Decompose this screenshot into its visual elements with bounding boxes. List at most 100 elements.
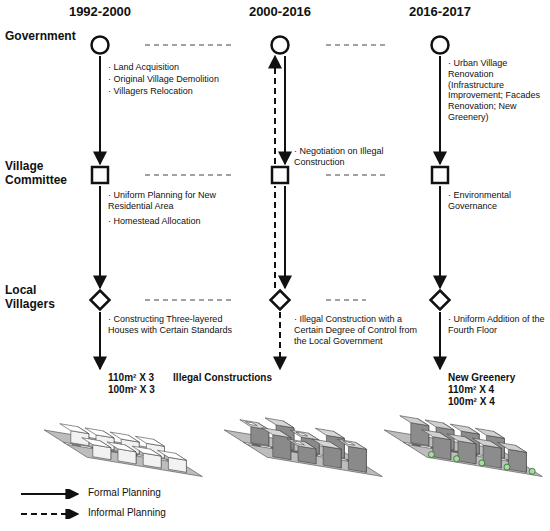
legend-text: Formal Planning [88,487,161,499]
period-heading: 2000-2016 [230,4,330,20]
informal-arrow [274,56,276,164]
house-face [287,439,316,449]
house-face [85,428,114,438]
house-face [343,441,355,445]
shape-outline [90,35,110,55]
square-outline [92,167,108,183]
greenery-tree [479,460,485,466]
formal-arrow [99,56,101,164]
annotation: · Illegal Construction with a Certain De… [294,314,428,346]
actor-diamond: Local Villagers [89,289,111,311]
house-face [60,424,89,434]
actor-square [270,165,290,185]
house-face [265,418,294,428]
illustration-svg [360,370,520,480]
house-face [497,442,526,452]
annotation: · Uniform Planning for New Residential A… [108,190,228,212]
house-face [82,438,111,448]
diamond-outline [271,291,290,310]
house-face [107,442,136,452]
circle-outline [432,37,449,54]
house-face [224,430,382,477]
formal-arrow [99,186,101,288]
house-face [447,434,476,444]
house-face [458,441,476,464]
house-face [132,446,161,456]
circle-outline [92,37,109,54]
shape-outline [270,165,290,185]
area-label: 110m² X 3 [108,372,154,384]
village-illustration: Illegal Constructions [200,370,360,480]
diamond-outline [431,291,450,310]
formal-arrow [439,186,441,288]
house-face [384,430,542,477]
informal-arrow [274,186,276,288]
formal-arrow [439,312,441,369]
area-label: Illegal Constructions [173,372,272,384]
diamond-outline [91,291,110,310]
legend-text: Informal Planning [88,507,166,519]
shape-outline [430,35,450,55]
illustration-svg [20,370,180,480]
house-face [273,435,291,460]
house-face [483,445,501,468]
informal-arrow [279,312,281,369]
area-label: 110m² X 4 [448,384,494,396]
greenery-tree [428,452,434,458]
house-face [411,423,429,446]
village-illustration: New Greenery110m² X 4100m² X 4 [360,370,520,480]
actor-diamond [269,289,291,311]
row-heading: Government [5,29,83,43]
house-face [433,437,451,460]
annotation: · Land Acquisition [108,62,258,73]
annotation: · Constructing Three-layered Houses with… [108,314,248,336]
house-face [422,430,451,440]
house-face [508,449,526,472]
formal-arrow [439,56,441,164]
house-face [246,422,258,426]
actor-square: Village Committee [90,165,110,185]
house-face [475,428,504,438]
annotation: · Villagers Relocation [108,86,258,97]
house-face [262,428,291,438]
village-illustration [44,424,202,477]
shape-outline [89,289,111,311]
annotation: · Homestead Allocation [108,216,228,227]
legend-line [21,513,78,515]
actor-square [430,165,450,185]
formal-arrow [99,312,101,369]
house-face [157,450,186,460]
shape-outline [269,289,291,311]
area-label: New Greenery [448,372,515,384]
row-heading: Village Committee [5,159,83,188]
row-heading: Local Villagers [5,283,83,312]
house-face [293,441,305,445]
annotation: · Negotiation on Illegal Construction [294,146,434,168]
square-outline [272,167,288,183]
legend-line [21,493,78,495]
house-face [472,438,501,448]
house-face [425,420,454,430]
house-face [44,430,202,477]
greenery-tree [454,456,460,462]
house-face [315,428,344,438]
circle-outline [272,37,289,54]
house-face [323,446,341,468]
legend-sample [20,489,82,499]
period-heading: 2016-2017 [390,4,490,20]
house-face [296,432,308,436]
house-face [450,424,479,434]
annotation: · Environmental Governance [448,190,546,212]
legend-sample [20,509,82,519]
shape-outline [429,289,451,311]
formal-arrow [284,186,286,288]
village-illustration [224,418,382,477]
house-face [110,432,139,442]
period-heading: 1992-2000 [50,4,150,20]
annotation: · Uniform Addition of the Fourth Floor [448,314,546,336]
annotation: · Original Village Demolition [108,74,258,85]
illustration-svg [200,370,360,480]
house-face [400,416,429,426]
village-illustration: 110m² X 3100m² X 3 [20,370,180,480]
greenery-tree [504,464,510,470]
